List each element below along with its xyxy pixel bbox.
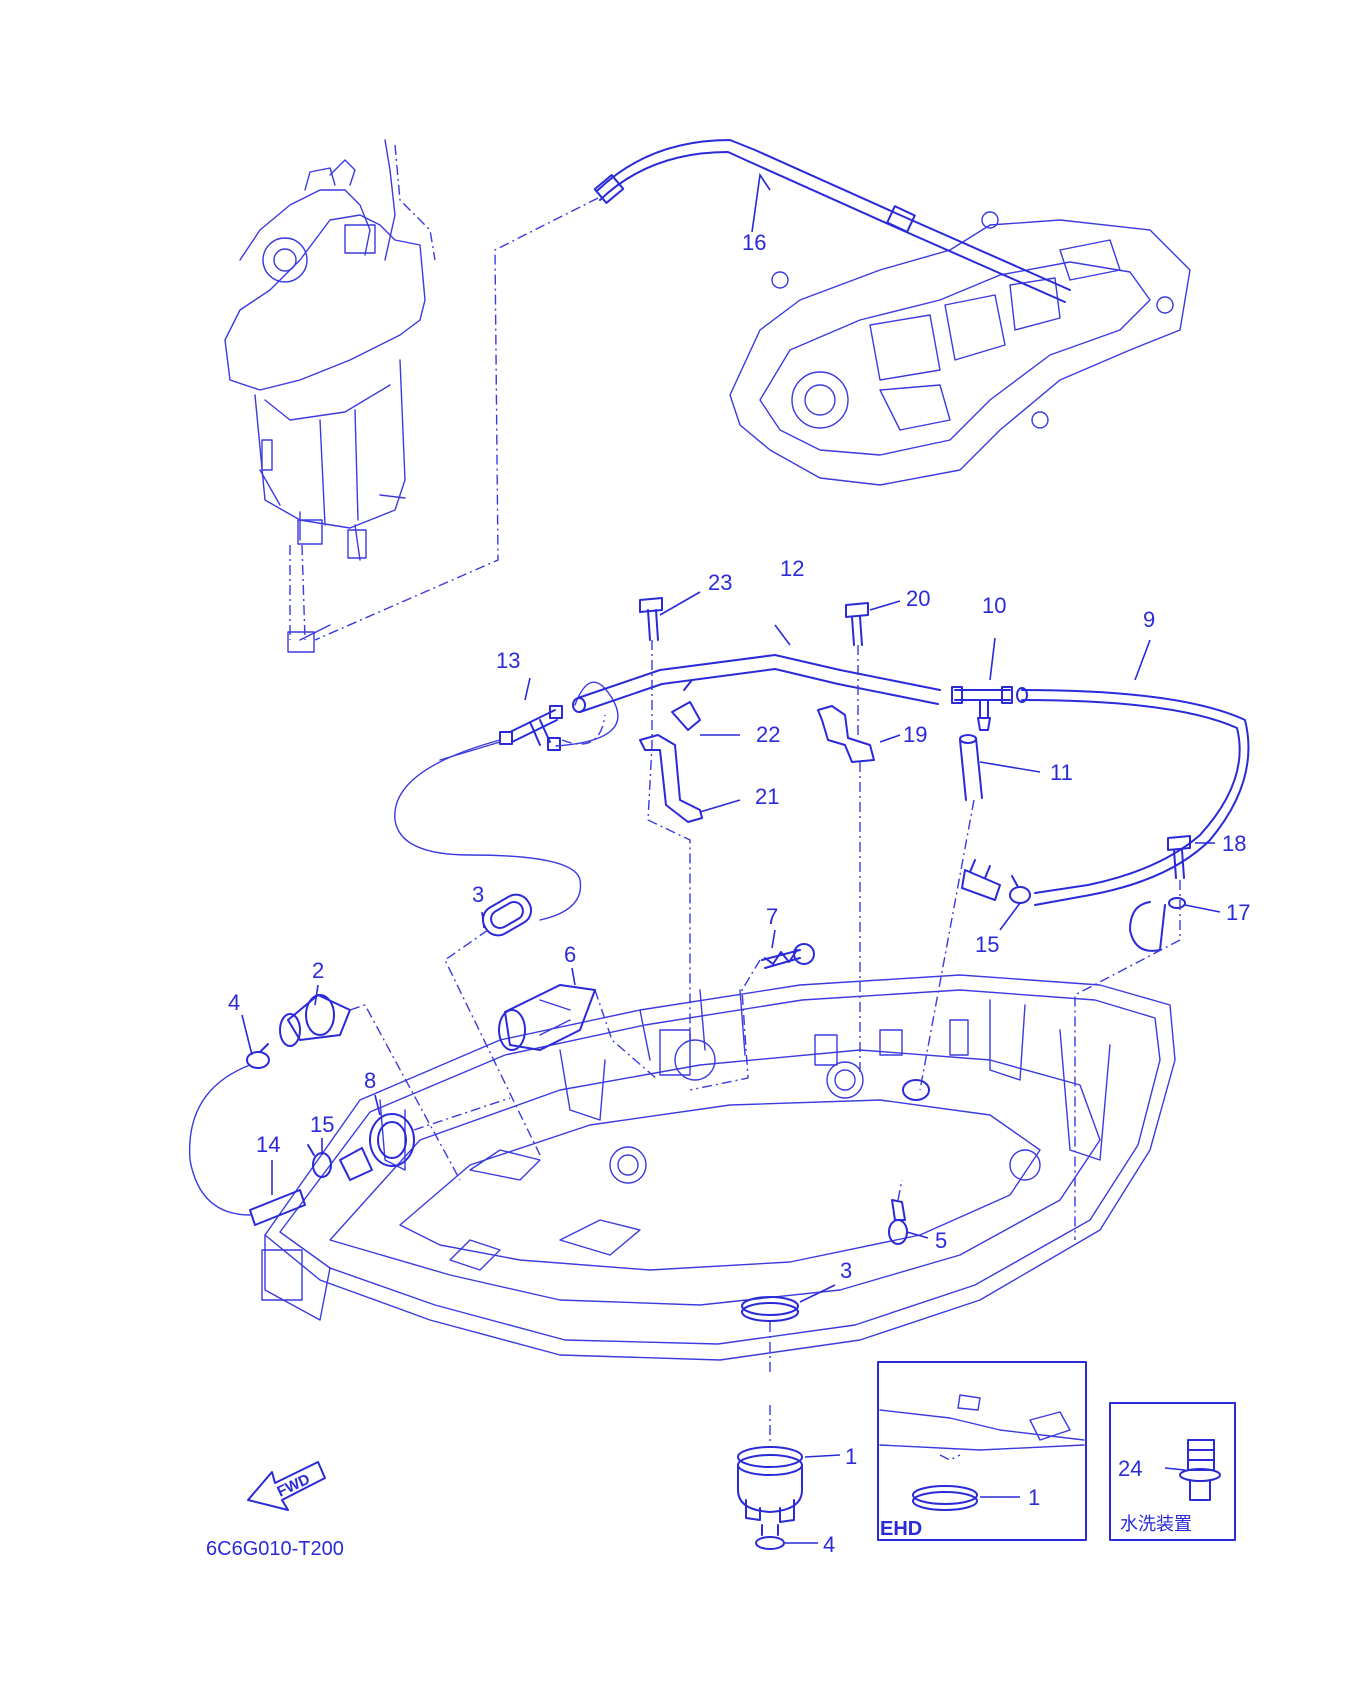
part-1-drain-plug bbox=[737, 1405, 803, 1523]
callout-numbers: 16 12 23 20 10 9 13 22 19 11 21 18 17 15… bbox=[228, 230, 1250, 1557]
callout-1-ehd: 1 bbox=[1028, 1485, 1040, 1510]
ehd-label: EHD bbox=[880, 1518, 922, 1540]
part-14-hose-loop bbox=[188, 1064, 306, 1226]
part-3-grommet-upper bbox=[444, 893, 541, 1156]
callout-leaders bbox=[241, 172, 1221, 1544]
exhaust-guide-plate bbox=[729, 211, 1191, 486]
hose-16-routing-line bbox=[314, 197, 599, 641]
callout-24: 24 bbox=[1118, 1456, 1142, 1481]
part-15-clamp-lower bbox=[307, 1144, 332, 1178]
carburetor-unit bbox=[224, 139, 436, 653]
callout-11: 11 bbox=[1050, 760, 1073, 785]
part-11-hose bbox=[902, 734, 983, 1101]
hose-16 bbox=[593, 139, 1071, 303]
callout-23: 23 bbox=[708, 570, 732, 595]
callout-3-upper: 3 bbox=[472, 882, 484, 907]
part-18-bolt bbox=[1074, 835, 1191, 1240]
part-10-t-joint bbox=[951, 686, 1013, 731]
callout-21: 21 bbox=[755, 784, 779, 809]
callout-19: 19 bbox=[903, 722, 927, 747]
callout-16: 16 bbox=[742, 230, 766, 255]
part-20-bolt bbox=[845, 602, 869, 735]
callout-17: 17 bbox=[1226, 900, 1250, 925]
callout-15-right: 15 bbox=[975, 932, 999, 957]
part-23-bolt bbox=[639, 597, 691, 1040]
part-13-t-joint bbox=[499, 705, 563, 751]
callout-12: 12 bbox=[780, 556, 804, 581]
part-19-bracket bbox=[817, 705, 875, 1075]
callout-22: 22 bbox=[756, 722, 780, 747]
callout-9: 9 bbox=[1143, 607, 1155, 632]
callout-7: 7 bbox=[766, 904, 778, 929]
callout-14: 14 bbox=[256, 1132, 280, 1157]
callout-4-upper: 4 bbox=[228, 990, 240, 1015]
callout-5: 5 bbox=[935, 1228, 947, 1253]
valve-fitting-right bbox=[961, 859, 1001, 901]
fwd-label: FWD bbox=[275, 1471, 313, 1501]
part-8-fitting bbox=[339, 1097, 511, 1181]
part-22-clamp bbox=[671, 679, 701, 731]
callout-1: 1 bbox=[845, 1444, 857, 1469]
callout-6: 6 bbox=[564, 942, 576, 967]
callout-3-lower: 3 bbox=[840, 1258, 852, 1283]
part-17-clip bbox=[1129, 897, 1186, 952]
part-4-clamp-lower bbox=[755, 1524, 785, 1550]
inset-ehd: 1 EHD bbox=[877, 1361, 1087, 1541]
part-3-grommet-lower bbox=[741, 1296, 799, 1372]
fwd-arrow: FWD bbox=[247, 1461, 326, 1511]
callout-2: 2 bbox=[312, 958, 324, 983]
part-9-hose bbox=[1016, 687, 1250, 906]
part-5-fitting bbox=[888, 1179, 908, 1245]
part-7-screw bbox=[689, 943, 815, 1091]
inset-flush-device: 24 水洗装置 bbox=[1109, 1402, 1236, 1541]
callout-10: 10 bbox=[982, 593, 1006, 618]
part-4-clamp-upper bbox=[246, 1043, 270, 1069]
drawing-code: 6C6G010-T200 bbox=[206, 1538, 344, 1560]
callout-20: 20 bbox=[906, 586, 930, 611]
callout-4-lower: 4 bbox=[823, 1532, 835, 1557]
hose-loop-center bbox=[394, 681, 619, 921]
part-6-grommet bbox=[498, 984, 659, 1081]
part-15-clamp-right bbox=[1009, 875, 1031, 904]
callout-8: 8 bbox=[364, 1068, 376, 1093]
flush-device-label: 水洗装置 bbox=[1120, 1514, 1192, 1535]
callout-18: 18 bbox=[1222, 831, 1246, 856]
callout-15-left: 15 bbox=[310, 1112, 334, 1137]
part-12-hose bbox=[572, 654, 941, 713]
part-2-fitting bbox=[279, 994, 461, 1181]
bottom-cowling bbox=[261, 974, 1176, 1361]
callout-13: 13 bbox=[496, 648, 520, 673]
part-21-bracket bbox=[639, 734, 703, 823]
